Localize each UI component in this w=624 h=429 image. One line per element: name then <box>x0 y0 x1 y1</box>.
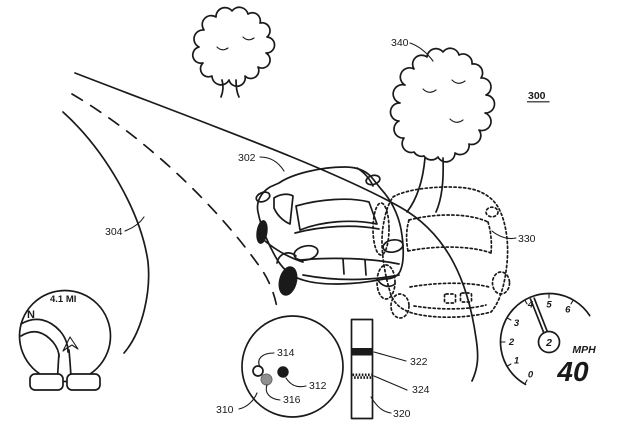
callout-340: 340 <box>391 37 409 49</box>
callout-322: 322 <box>410 356 428 368</box>
leader-lines <box>124 42 517 414</box>
black-band <box>351 348 373 356</box>
leader-304 <box>124 216 145 232</box>
speedometer: 0 1 2 3 4 5 6 2 MPH 40 <box>499 292 596 387</box>
phantom-vehicle-illustration <box>372 186 511 319</box>
road <box>62 72 479 382</box>
tick-label-6: 6 <box>565 305 571 316</box>
gear-value: 2 <box>545 337 552 349</box>
speedometer-needle <box>529 297 549 335</box>
tick-label-0: 0 <box>528 370 534 381</box>
gray-dot <box>260 373 273 386</box>
leader-316 <box>265 384 281 401</box>
proximity-circle <box>241 315 344 418</box>
speedometer-ticks <box>499 292 574 385</box>
nav-route-outer <box>20 318 69 353</box>
large-tree-illustration <box>389 47 496 213</box>
leader-302 <box>259 156 285 172</box>
proximity-display <box>241 315 344 418</box>
gear-indicator-circle <box>537 330 561 354</box>
leader-312 <box>285 377 307 388</box>
callout-316: 316 <box>283 394 301 406</box>
tick-label-3: 3 <box>514 318 520 329</box>
compass-n-text: N <box>27 309 35 321</box>
callout-312: 312 <box>309 380 327 392</box>
leader-320 <box>370 396 392 414</box>
road-center-line <box>71 93 278 309</box>
leader-322 <box>373 351 407 362</box>
black-dot <box>277 366 289 378</box>
progress-bar-outline <box>350 318 374 420</box>
tick-label-5: 5 <box>546 300 552 311</box>
speedometer-arc <box>499 292 591 386</box>
stippled-band <box>352 373 372 379</box>
callout-310: 310 <box>216 404 234 416</box>
mph-unit-label: MPH <box>572 344 596 356</box>
nav-display-circle <box>18 289 112 383</box>
leader-340 <box>409 42 434 62</box>
figure-number: 300 <box>528 90 546 102</box>
progress-bar <box>350 318 374 420</box>
callout-304: 304 <box>105 226 123 238</box>
speed-value: 40 <box>556 356 589 387</box>
nav-button-right <box>66 373 101 391</box>
road-left-edge <box>62 111 150 354</box>
callout-labels: 302 304 340 330 310 312 314 316 320 322 … <box>105 37 550 420</box>
callout-330: 330 <box>518 233 536 245</box>
tick-label-2: 2 <box>508 337 515 348</box>
nav-button-left <box>29 373 64 391</box>
nav-route-inner <box>20 330 60 358</box>
white-dot <box>252 365 264 377</box>
nav-distance-text: 4.1 MI <box>50 294 76 305</box>
tick-label-1: 1 <box>514 356 519 367</box>
leader-330 <box>491 230 517 240</box>
leader-314 <box>258 352 275 368</box>
ego-vehicle-illustration <box>255 166 405 296</box>
small-tree-illustration <box>191 6 276 98</box>
leader-310 <box>238 392 258 410</box>
nav-arrow-icon <box>62 336 79 352</box>
road-right-edge <box>74 72 479 382</box>
leader-324 <box>373 375 408 391</box>
callout-320: 320 <box>393 408 411 420</box>
callout-324: 324 <box>412 384 430 396</box>
tick-label-4: 4 <box>527 300 534 311</box>
callout-302: 302 <box>238 152 256 164</box>
nav-display: 4.1 MI N <box>18 289 112 391</box>
callout-314: 314 <box>277 347 295 359</box>
